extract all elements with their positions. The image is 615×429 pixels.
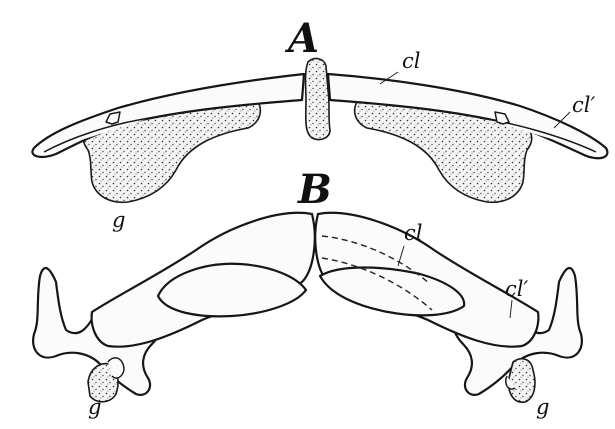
panel-b-label-g-right: g [536,395,549,419]
panel-b-label-g-left: g [88,395,101,419]
panel-a-interclavicle [306,59,331,140]
panel-a-label-cl-prime: cl′ [572,93,595,117]
panel-b-letter: B [297,166,332,213]
panel-b-label-cl: cl [404,221,422,245]
panel-a-letter: A [284,15,319,62]
panel-a-label-cl: cl [402,49,420,73]
panel-b-right-glenoid [509,359,535,402]
panel-b: B cl cl′ g g [33,166,582,419]
panel-a-label-g: g [112,208,125,232]
panel-b-label-cl-prime: cl′ [505,277,528,301]
